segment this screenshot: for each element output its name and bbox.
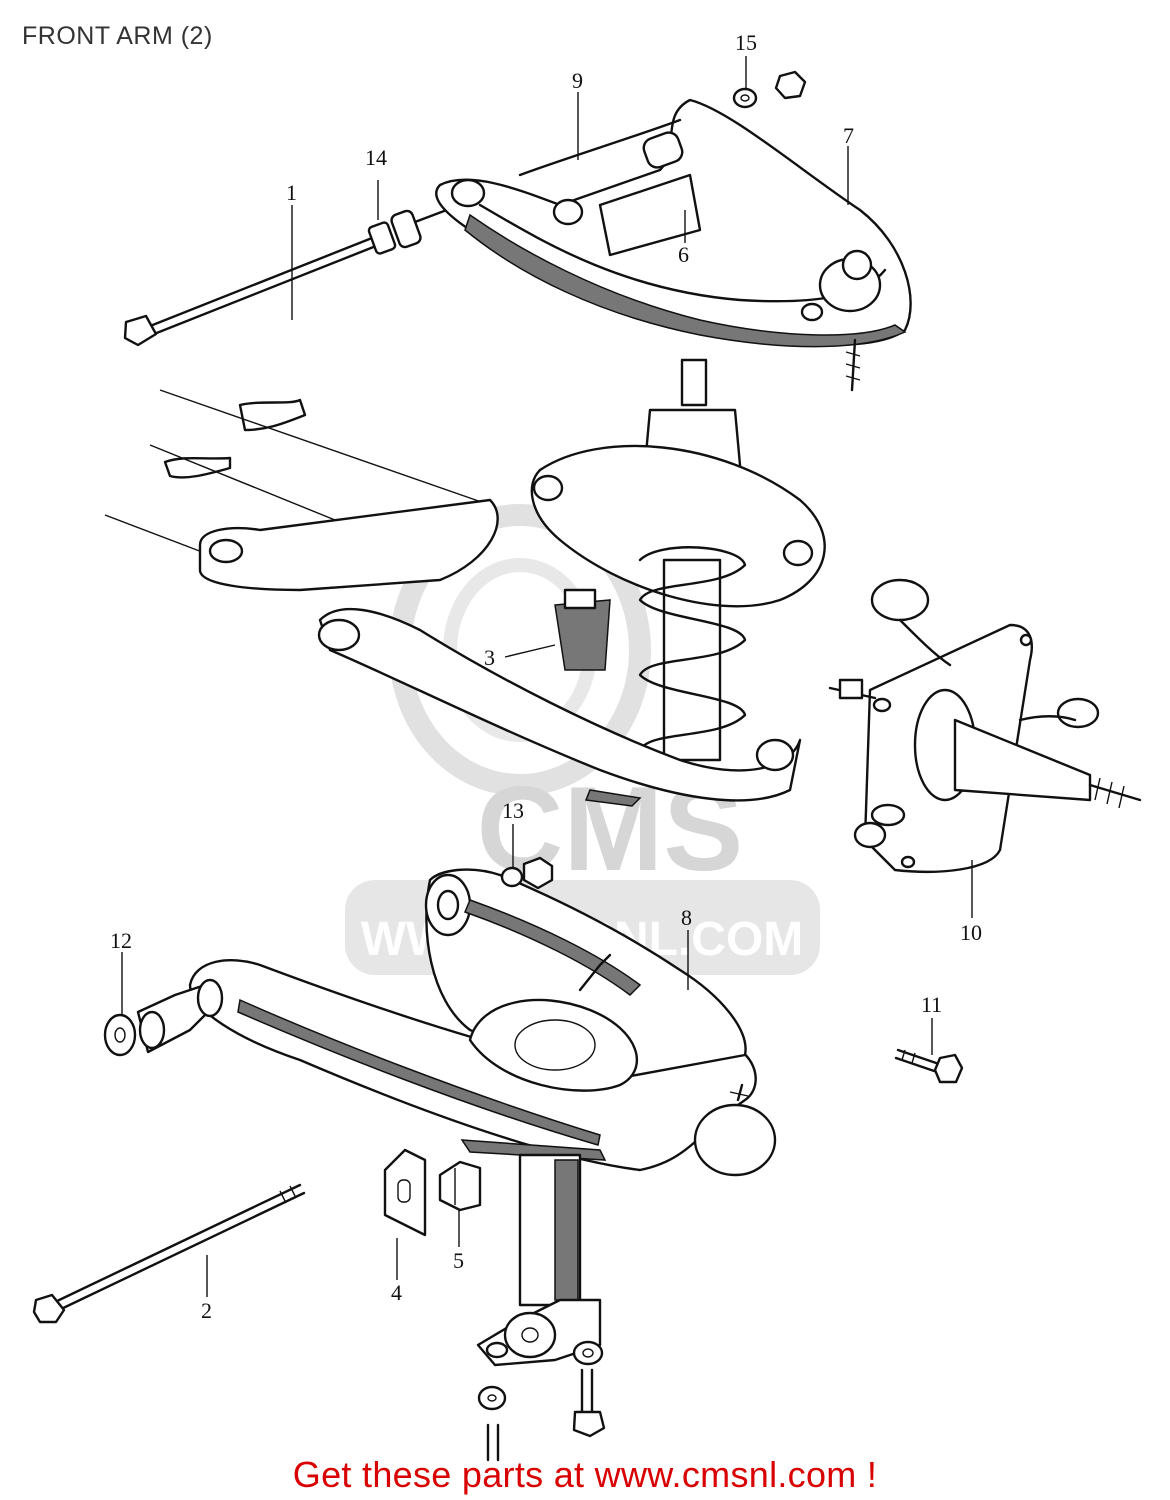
callout-7: 7: [843, 123, 854, 148]
callout-15: 15: [735, 30, 757, 55]
part-11-bolt: [894, 1048, 964, 1084]
callout-5: 5: [453, 1248, 464, 1273]
page-title: FRONT ARM (2): [22, 22, 213, 50]
part-3-bump-stop: [554, 588, 611, 671]
chassis-frame-outline: [104, 389, 499, 592]
callout-1: 1: [286, 180, 297, 205]
callout-13: 13: [502, 798, 524, 823]
lower-arm-center: [317, 607, 802, 807]
callout-4: 4: [391, 1280, 402, 1305]
get-parts-link[interactable]: Get these parts at www.cmsnl.com !: [292, 1454, 878, 1495]
part-15-washer-nut: [732, 70, 807, 109]
part-4-plate: [383, 1148, 427, 1237]
callout-numbers: 1 2 3 4 5 6 7 8 9 10 11 12 13 14 15: [110, 30, 982, 1323]
callout-10: 10: [960, 920, 982, 945]
part-9-upper-arm: [435, 98, 912, 392]
shock-absorber-assembly: [530, 358, 826, 762]
callout-2: 2: [201, 1298, 212, 1323]
part-12-washer-bushing: [103, 978, 224, 1057]
part-2-lower-bolt: [32, 1183, 306, 1324]
coil-spring: [638, 546, 747, 752]
lower-strut-link: [460, 1139, 607, 1367]
callout-11: 11: [921, 992, 942, 1017]
callout-8: 8: [681, 905, 692, 930]
callout-9: 9: [572, 68, 583, 93]
part-1-upper-bolt: [123, 206, 454, 347]
part-8-lower-arm: [188, 868, 777, 1177]
callout-leader-lines: [121, 56, 973, 1297]
callout-12: 12: [110, 928, 132, 953]
callout-6: 6: [678, 242, 689, 267]
callout-3: 3: [484, 645, 495, 670]
part-13-washer-nut: [500, 856, 554, 890]
part-10-steering-knuckle: [828, 578, 1142, 873]
part-5-bushing: [438, 1160, 482, 1212]
callout-14: 14: [365, 145, 387, 170]
strut-bolts-washers: [477, 1340, 606, 1462]
